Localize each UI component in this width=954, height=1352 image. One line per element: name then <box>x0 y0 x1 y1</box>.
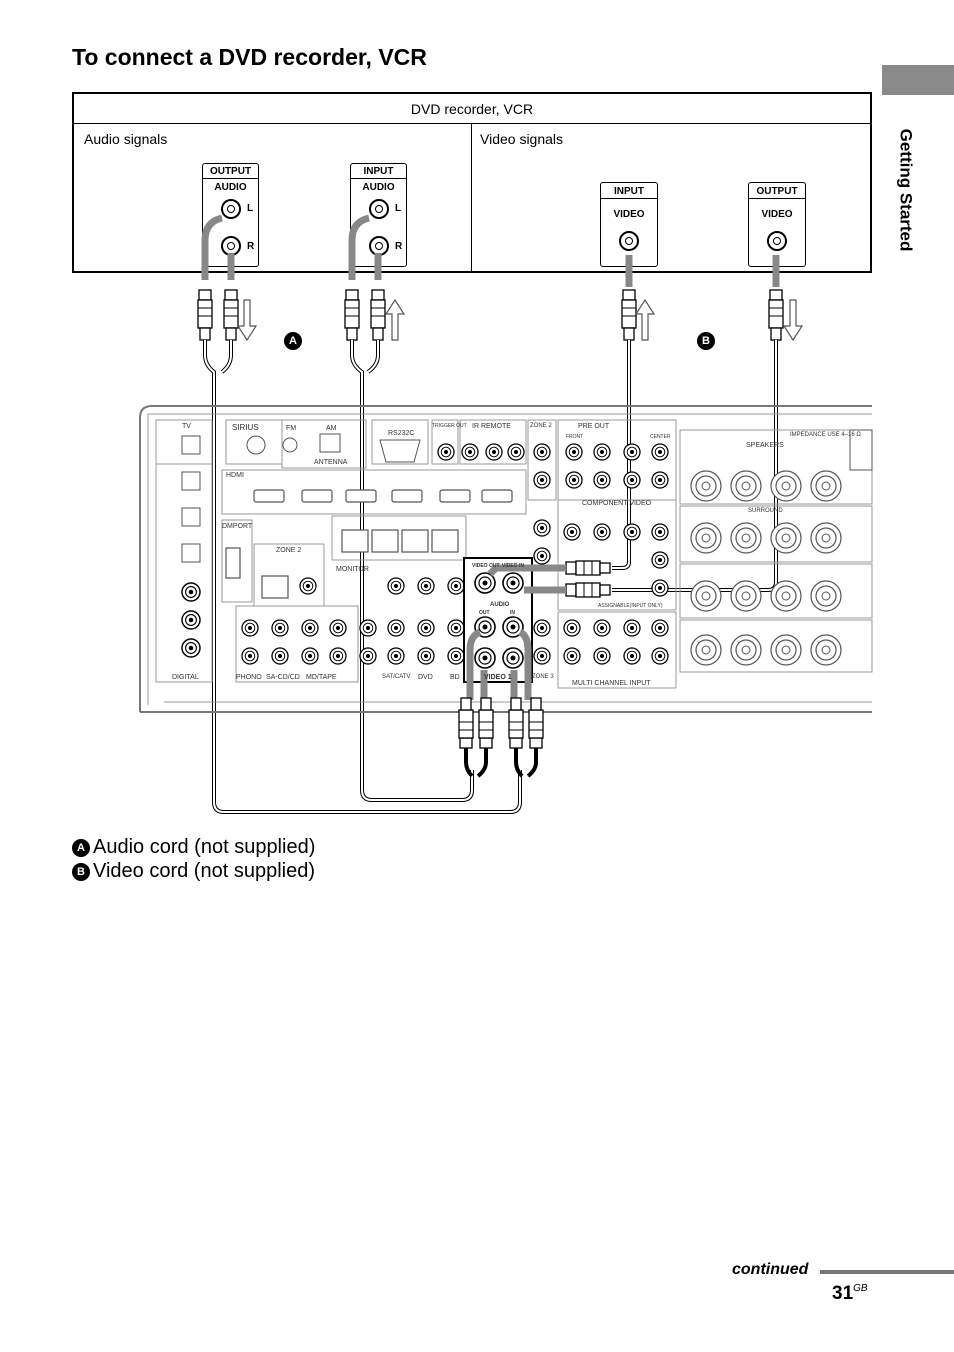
section-tab-marker <box>882 65 954 95</box>
receiver-label: SIRIUS <box>232 423 259 432</box>
video-output-port: OUTPUT VIDEO <box>748 182 806 267</box>
signal-direction-down-icon <box>782 299 804 342</box>
port-label: OUTPUT <box>749 186 805 199</box>
receiver-label: MD/TAPE <box>306 674 337 681</box>
device-box-header: DVD recorder, VCR <box>72 92 872 124</box>
audio-plug <box>370 289 386 341</box>
audio-signals-label: Audio signals <box>84 131 168 147</box>
channel-label-r: R <box>395 241 403 252</box>
receiver-label: DMPORT <box>222 523 253 530</box>
continued-bar <box>820 1270 954 1274</box>
receiver-back-panel <box>139 405 873 713</box>
receiver-label: BD <box>450 674 460 681</box>
audio-out-r-jack <box>474 647 496 669</box>
audio-plug <box>344 289 360 341</box>
port-sublabel: AUDIO <box>214 182 247 193</box>
receiver-label: OUT <box>479 610 490 616</box>
receiver-label: ZONE 2 <box>530 423 552 429</box>
device-box <box>72 123 872 273</box>
video-plug <box>768 289 784 341</box>
audio-input-port: INPUT AUDIO L R <box>350 163 407 267</box>
receiver-label: TRIGGER OUT <box>432 423 467 429</box>
receiver-label: VIDEO OUT <box>472 563 500 569</box>
receiver-label: RS232C <box>388 430 415 437</box>
receiver-label: HDMI <box>226 472 244 479</box>
receiver-label: COMPONENT VIDEO <box>582 500 652 507</box>
channel-label-l: L <box>395 203 402 214</box>
receiver-label: VIDEO 1 <box>484 674 512 681</box>
legend-badge-b: B <box>72 862 90 881</box>
video-out-jack <box>474 572 496 594</box>
continued-label: continued <box>732 1261 809 1278</box>
video-jack <box>619 231 639 251</box>
video-jack <box>767 231 787 251</box>
port-label: INPUT <box>601 186 657 199</box>
audio-in-r-jack <box>502 647 524 669</box>
receiver-label: MONITOR <box>336 566 369 573</box>
receiver-label: SURROUND <box>748 508 783 514</box>
receiver-label: AUDIO <box>490 602 510 608</box>
receiver-label: FRONT <box>566 434 584 440</box>
receiver-label: PRE OUT <box>578 423 610 430</box>
receiver-label: IR REMOTE <box>472 423 511 430</box>
receiver-label: SPEAKERS <box>746 442 784 449</box>
signal-direction-up-icon <box>634 298 656 341</box>
receiver-label: ASSIGNABLE(INPUT ONLY) <box>598 603 663 609</box>
receiver-label: FM <box>286 425 297 432</box>
receiver-label: PHONO <box>236 674 262 681</box>
receiver-label: SA-CD/CD <box>266 674 300 681</box>
signal-path-arrow <box>348 214 370 280</box>
legend-item-b: B Video cord (not supplied) <box>72 860 315 883</box>
receiver-label: VIDEO IN <box>502 563 524 569</box>
video-plug <box>621 289 637 341</box>
video-in-jack <box>502 572 524 594</box>
page-number: 31GB <box>832 1283 868 1304</box>
cord-a-badge: A <box>284 332 302 350</box>
receiver-label: MULTI CHANNEL INPUT <box>572 680 651 687</box>
receiver-label: ZONE 3 <box>532 674 554 680</box>
receiver-label: ZONE 2 <box>276 547 302 554</box>
audio-plug <box>223 289 239 341</box>
receiver-label: ANTENNA <box>314 459 348 466</box>
port-label: INPUT <box>351 166 406 179</box>
audio-jack-left <box>221 199 241 219</box>
video-plug <box>565 582 611 598</box>
audio-plug <box>197 289 213 341</box>
legend-text-a: Audio cord (not supplied) <box>93 836 316 858</box>
port-sublabel: VIDEO <box>761 209 793 220</box>
receiver-label: DVD <box>418 674 433 681</box>
video-signals-label: Video signals <box>480 131 564 147</box>
signal-direction-down-icon <box>236 299 258 342</box>
receiver-label: SAT/CATV <box>382 674 411 680</box>
port-sublabel: AUDIO <box>362 182 395 193</box>
channel-label-l: L <box>247 203 254 214</box>
receiver-label: IMPEDANCE USE 4–16 Ω <box>790 432 861 438</box>
legend-item-a: A Audio cord (not supplied) <box>72 836 315 859</box>
page-title: To connect a DVD recorder, VCR <box>72 44 427 70</box>
audio-jack-left <box>369 199 389 219</box>
receiver-label: AM <box>326 425 337 432</box>
receiver-label: TV <box>182 423 191 430</box>
port-sublabel: VIDEO <box>613 209 645 220</box>
cord-b-badge: B <box>697 332 715 350</box>
audio-cord-a <box>350 340 474 802</box>
signal-direction-up-icon <box>384 298 406 341</box>
channel-label-r: R <box>247 241 255 252</box>
device-box-divider <box>471 124 472 272</box>
legend-text-b: Video cord (not supplied) <box>93 860 315 882</box>
receiver-label: CENTER <box>650 434 671 440</box>
legend-badge-a: A <box>72 838 90 857</box>
video-plug <box>565 560 611 576</box>
signal-path-arrow <box>201 214 223 280</box>
receiver-label: IN <box>510 610 515 616</box>
port-label: OUTPUT <box>203 166 258 179</box>
receiver-label: DIGITAL <box>172 674 199 681</box>
